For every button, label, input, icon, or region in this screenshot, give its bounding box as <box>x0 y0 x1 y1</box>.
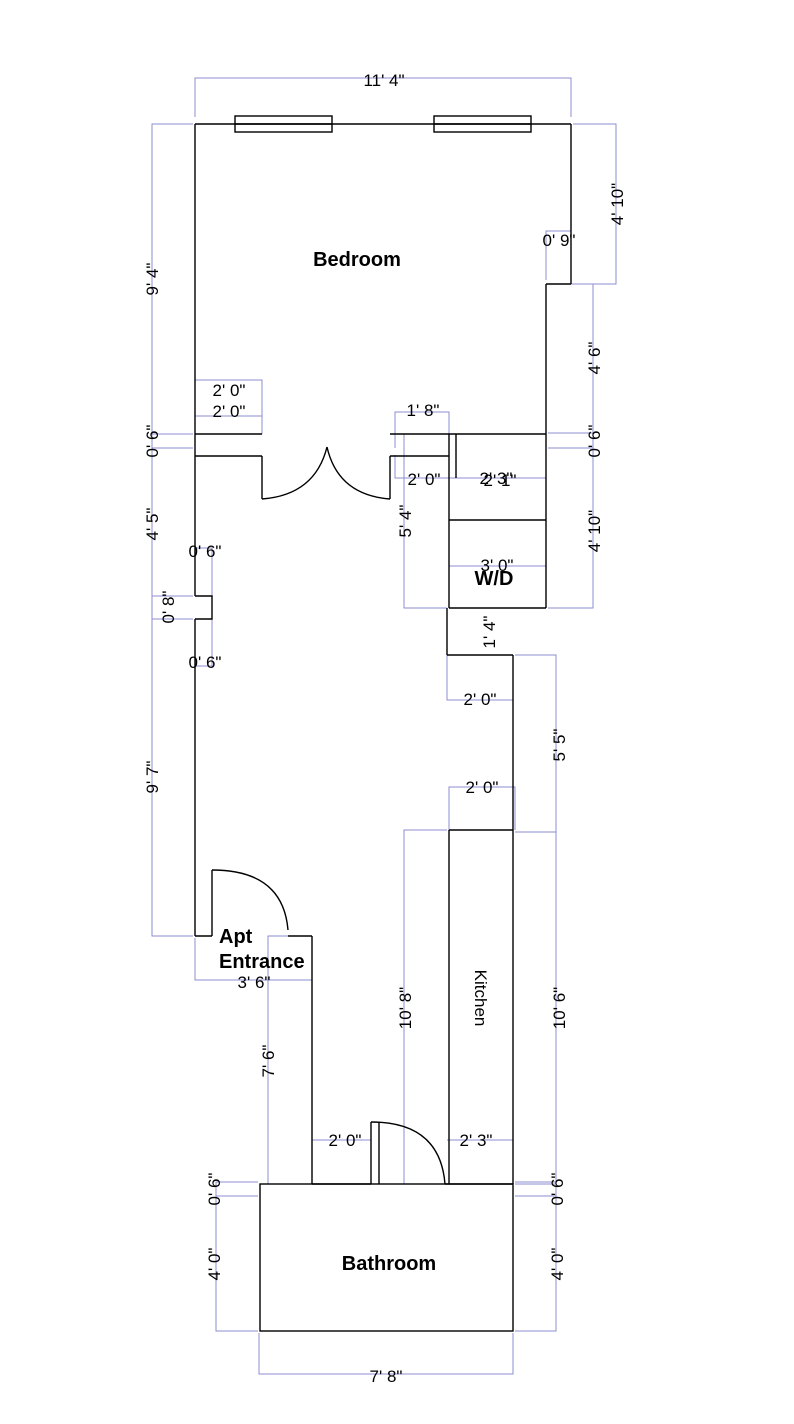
dim-living-left: 9' 7" <box>143 761 162 794</box>
dim-kitchen-right: 10' 6" <box>550 987 569 1029</box>
dim-wd-width: 3' 0" <box>481 556 514 575</box>
walls <box>194 115 572 1332</box>
room-label-apt-entrance-2: Entrance <box>219 951 305 973</box>
room-labels: Bedroom W/D Apt Entrance Kitchen Bathroo… <box>219 249 513 1275</box>
dim-bedroom-right-upper: 4' 10" <box>608 183 627 225</box>
dim-wd-right: 4' 10" <box>585 510 604 552</box>
dim-hall-step-w: 2' 0" <box>464 690 497 709</box>
dim-bath-wall-left: 0' 6" <box>205 1173 224 1206</box>
dim-hall-step: 1' 4" <box>480 616 499 649</box>
dim-bedroom-right-lower: 4' 6" <box>585 342 604 375</box>
dim-top-width: 11' 4" <box>363 71 404 90</box>
dim-corridor-left: 7' 6" <box>259 1045 278 1078</box>
dim-entrance-width: 3' 6" <box>238 973 271 992</box>
dim-bath-wall-right: 0' 6" <box>548 1173 567 1206</box>
dim-wall-left-top: 0' 6" <box>143 425 162 458</box>
dim-bath-right: 4' 0" <box>548 1248 567 1281</box>
bathroom-outline <box>259 1183 514 1332</box>
dim-bath-left: 4' 0" <box>205 1248 224 1281</box>
dim-wall-nib-a: 0' 6" <box>189 542 222 561</box>
dim-closet-c: 2' 0" <box>408 470 441 489</box>
dimension-labels: 11' 4" 9' 4" 4' 10" 0' 9" 4' 6" 2' 0" 2'… <box>143 71 627 1386</box>
dim-wd-depth: 5' 4" <box>396 505 415 538</box>
dim-closet-d: 2' 3" <box>480 469 513 488</box>
dim-kitchen-counter-w: 2' 0" <box>466 778 499 797</box>
dim-closet-b: 2' 0" <box>213 402 246 421</box>
dim-bath-wall-w: 2' 3" <box>460 1131 493 1150</box>
dim-wall-nib-c: 0' 6" <box>189 653 222 672</box>
dim-bedroom-height: 9' 4" <box>143 263 162 296</box>
dim-wall-right-top: 0' 6" <box>585 425 604 458</box>
room-label-kitchen: Kitchen <box>471 970 490 1027</box>
dim-kitchen-right-upper: 5' 5" <box>550 729 569 762</box>
dim-closet-a: 2' 0" <box>213 381 246 400</box>
dim-bath-width: 7' 8" <box>370 1367 403 1386</box>
dim-wall-nib-b: 0' 8" <box>159 591 178 624</box>
dim-door-frame: 1' 8" <box>407 401 440 420</box>
dim-closet-e: 2' 1" <box>484 471 517 490</box>
doors <box>211 446 446 1185</box>
room-label-apt-entrance-1: Apt <box>219 926 253 948</box>
room-label-wd: W/D <box>475 568 514 590</box>
room-label-bathroom: Bathroom <box>342 1253 436 1275</box>
dim-kitchen-left: 10' 8" <box>396 987 415 1029</box>
dim-bedroom-right-jog: 0' 9" <box>543 231 576 250</box>
dim-hall-left: 4' 5" <box>143 508 162 541</box>
room-label-bedroom: Bedroom <box>313 249 401 271</box>
dim-bath-door-w: 2' 0" <box>329 1131 362 1150</box>
